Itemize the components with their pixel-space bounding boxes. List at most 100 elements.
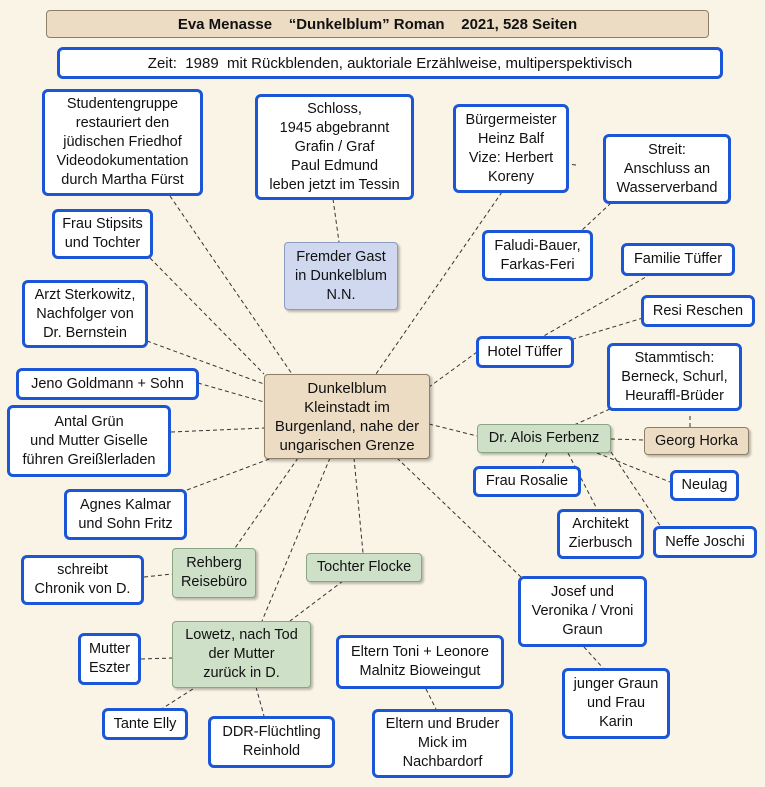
node-line: führen Greißlerladen	[22, 451, 156, 468]
node-schloss: Schloss, 1945 abgebrannt Grafin / Graf P…	[255, 94, 414, 200]
node-line: 1945 abgebrannt	[279, 119, 390, 136]
node-stipsits: Frau Stipsits und Tochter	[52, 209, 153, 259]
node-familie-tueffer: Familie Tüffer	[621, 243, 735, 276]
node-line: Veronika / Vroni	[531, 603, 634, 619]
node-line: in Dunkelblum	[295, 267, 387, 284]
node-line: N.N.	[326, 286, 356, 303]
node-line: der Mutter	[208, 646, 275, 662]
node-line: Koreny	[488, 168, 534, 185]
node-line: Lowetz, nach Tod	[185, 627, 298, 643]
node-line: Tochter Flocke	[316, 559, 412, 575]
node-line: durch Martha Fürst	[61, 172, 184, 188]
node-line: Dr. Alois Ferbenz	[488, 430, 600, 446]
node-ddr-fluechtling: DDR-Flüchtling Reinhold	[208, 716, 335, 768]
node-line: restauriert den	[75, 115, 170, 131]
node-tochter-flocke: Tochter Flocke	[306, 553, 422, 582]
node-buergermeister: Bürgermeister Heinz Balf Vize: Herbert K…	[453, 104, 569, 193]
node-line: Neffe Joschi	[665, 533, 745, 550]
node-line: Tante Elly	[113, 715, 177, 732]
node-line: Eltern Toni + Leonore	[351, 644, 489, 660]
center-line: Kleinstadt im	[304, 398, 390, 416]
node-resi-reschen: Resi Reschen	[641, 295, 755, 327]
node-eltern-toni: Eltern Toni + Leonore Malnitz Bioweingut	[336, 635, 504, 689]
node-studentengruppe: Studentengruppe restauriert den jüdische…	[42, 89, 203, 196]
node-line: schreibt	[57, 562, 108, 578]
node-line: Reisebüro	[180, 574, 248, 590]
node-line: DDR-Flüchtling	[222, 724, 321, 740]
node-eltern-mick: Eltern und Bruder Mick im Nachbardorf	[372, 709, 513, 778]
node-line: junger Graun	[573, 676, 659, 692]
node-line: Dr. Bernstein	[43, 324, 127, 341]
node-mutter-eszter: Mutter Eszter	[78, 633, 141, 685]
node-line: Mick im	[417, 735, 468, 751]
node-line: leben jetzt im Tessin	[269, 176, 400, 193]
node-line: und Tochter	[64, 235, 141, 251]
node-line: Hotel Tüffer	[487, 343, 563, 360]
node-line: Rehberg	[186, 555, 242, 571]
node-line: Videodokumentation	[56, 153, 189, 169]
node-line: Karin	[599, 714, 633, 730]
node-line: Schloss,	[307, 100, 362, 117]
center-line: ungarischen Grenze	[279, 436, 415, 454]
node-chronik: schreibt Chronik von D.	[21, 555, 144, 605]
node-line: Streit:	[648, 141, 686, 158]
page-title: Eva Menasse “Dunkelblum” Roman 2021, 528…	[46, 10, 709, 38]
node-line: Bürgermeister	[465, 111, 557, 128]
node-antal-gruen: Antal Grün und Mutter Giselle führen Gre…	[7, 405, 171, 477]
time-info-box: Zeit: 1989 mit Rückblenden, auktoriale E…	[57, 47, 723, 79]
node-line: Frau Stipsits	[62, 216, 143, 232]
node-line: Heinz Balf	[477, 130, 545, 147]
node-line: Arzt Sterkowitz,	[34, 286, 136, 303]
node-line: Heuraffl-Brüder	[625, 387, 724, 404]
node-neffe-joschi: Neffe Joschi	[653, 526, 757, 558]
node-line: zurück in D.	[203, 665, 280, 681]
node-line: Neulag	[681, 477, 728, 493]
node-line: Studentengruppe	[66, 96, 179, 112]
node-line: und Mutter Giselle	[30, 432, 148, 449]
node-line: Berneck, Schurl,	[621, 368, 728, 385]
node-graun: Josef und Veronika / Vroni Graun	[518, 576, 647, 647]
node-line: Anschluss an	[623, 160, 711, 177]
node-line: Farkas-Feri	[500, 256, 575, 273]
center-line: Burgenland, nahe der	[274, 417, 420, 435]
node-line: Graun	[562, 622, 603, 638]
node-line: Grafin / Graf	[294, 138, 375, 155]
node-line: Familie Tüffer	[633, 251, 723, 267]
node-line: und Frau	[586, 695, 646, 711]
node-line: und Sohn Fritz	[78, 515, 173, 532]
node-rehberg-reisebuero: Rehberg Reisebüro	[172, 548, 256, 598]
node-line: Chronik von D.	[34, 581, 131, 597]
node-tante-elly: Tante Elly	[102, 708, 188, 740]
node-line: jüdischen Friedhof	[63, 134, 182, 150]
node-line: Frau Rosalie	[485, 473, 569, 489]
node-fremder-gast: Fremder Gast in Dunkelblum N.N.	[284, 242, 398, 310]
node-line: Nachfolger von	[36, 305, 134, 322]
node-frau-rosalie: Frau Rosalie	[473, 466, 581, 497]
node-sterkowitz: Arzt Sterkowitz, Nachfolger von Dr. Bern…	[22, 280, 148, 348]
node-ferbenz: Dr. Alois Ferbenz	[477, 424, 611, 453]
node-agnes-kalmar: Agnes Kalmar und Sohn Fritz	[64, 489, 187, 540]
node-line: Nachbardorf	[402, 754, 483, 770]
node-line: Wasserverband	[616, 179, 718, 196]
node-lowetz: Lowetz, nach Tod der Mutter zurück in D.	[172, 621, 311, 688]
node-line: Resi Reschen	[652, 302, 744, 319]
node-streit: Streit: Anschluss an Wasserverband	[603, 134, 731, 204]
node-line: Mutter	[88, 641, 131, 657]
node-line: Fremder Gast	[296, 248, 386, 265]
node-junger-graun: junger Graun und Frau Karin	[562, 668, 670, 739]
node-line: Architekt	[572, 516, 629, 532]
node-stammtisch: Stammtisch: Berneck, Schurl, Heuraffl-Br…	[607, 343, 742, 411]
node-line: Georg Horka	[654, 432, 738, 449]
center-line: Dunkelblum	[307, 379, 387, 397]
node-line: Malnitz Bioweingut	[359, 663, 481, 679]
node-architekt-zierbusch: Architekt Zierbusch	[557, 509, 644, 559]
node-line: Agnes Kalmar	[79, 496, 172, 513]
node-line: Zierbusch	[568, 535, 633, 551]
node-faludi: Faludi-Bauer, Farkas-Feri	[482, 230, 593, 281]
node-line: Paul Edmund	[290, 157, 379, 174]
node-line: Stammtisch:	[634, 349, 715, 366]
node-line: Josef und	[551, 584, 614, 600]
node-line: Faludi-Bauer,	[494, 237, 581, 254]
node-line: Antal Grün	[54, 413, 124, 430]
